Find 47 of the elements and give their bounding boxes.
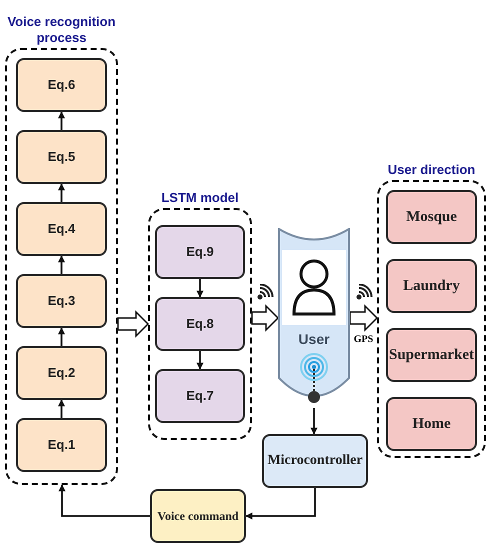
arrow [245, 488, 316, 520]
equation-box [155, 225, 245, 279]
box-label: Eq.6 [48, 76, 76, 94]
box-label: Eq.2 [48, 364, 76, 382]
equation-box [155, 369, 245, 423]
box-label: Supermarket [389, 346, 474, 364]
arrow [196, 279, 204, 298]
box-label: Eq.3 [48, 292, 76, 310]
group-heading: LSTM model [160, 190, 240, 206]
command-box [150, 489, 246, 543]
group-heading: Voice recognition process [6, 14, 116, 46]
user-label: User [298, 331, 330, 347]
block-arrow [251, 304, 280, 332]
box-label: Voice command [157, 508, 239, 525]
arrow [58, 399, 65, 418]
box-label: Eq.7 [186, 387, 214, 405]
box-label: Eq.8 [186, 315, 214, 333]
box-label: Eq.9 [186, 243, 214, 261]
equation-box [16, 274, 107, 328]
controller-box [262, 434, 368, 488]
box-label: Home [412, 415, 451, 433]
box-label: Eq.1 [48, 436, 76, 454]
equation-box [16, 418, 107, 472]
destination-box [386, 397, 477, 451]
equation-box [155, 297, 245, 351]
arrow [58, 111, 65, 130]
box-label: Laundry [403, 277, 460, 295]
group-heading: User direction [386, 162, 476, 178]
block-arrow [117, 310, 150, 338]
arrow [196, 351, 204, 370]
destination-box [386, 328, 477, 382]
equation-box [16, 202, 107, 256]
box-label: Eq.4 [48, 220, 76, 238]
equation-box [16, 58, 107, 112]
box-label: Eq.5 [48, 148, 76, 166]
arrow [310, 408, 318, 435]
box-label: Microcontroller [267, 452, 363, 470]
arrow [58, 255, 65, 274]
destination-box [386, 259, 477, 313]
arrow [58, 183, 65, 202]
arrow [58, 484, 150, 517]
arrow [58, 327, 65, 346]
destination-box [386, 190, 477, 244]
box-label: Mosque [406, 208, 457, 226]
block-arrow [349, 304, 378, 332]
equation-box [16, 130, 107, 184]
equation-box [16, 346, 107, 400]
